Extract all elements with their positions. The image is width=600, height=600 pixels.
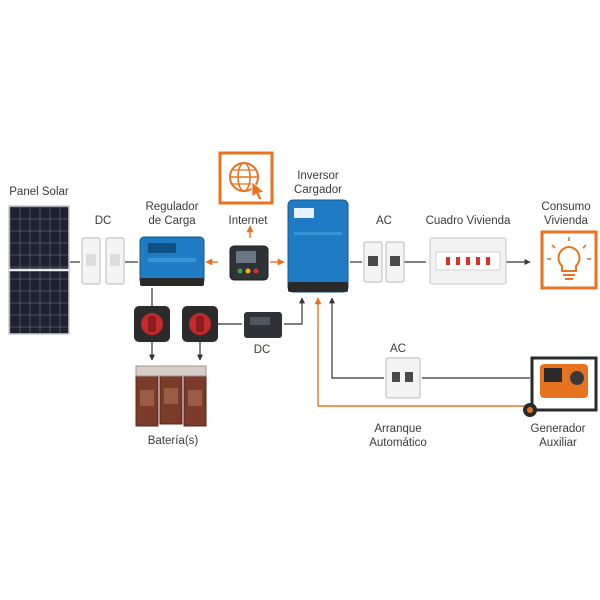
label-dc-top: DC xyxy=(95,215,112,227)
label-consumo-line2: Vivienda xyxy=(544,215,589,227)
label-internet: Internet xyxy=(229,215,269,227)
ac-breaker-bottom xyxy=(385,357,421,399)
ac-breakers-top xyxy=(363,241,405,283)
label-arranque-line2: Automático xyxy=(369,437,427,449)
label-inversor-line1: Inversor xyxy=(297,170,339,182)
label-consumo-line1: Consumo xyxy=(541,201,590,213)
globe-cursor-icon xyxy=(229,162,265,201)
arrow-ac-inverter xyxy=(329,297,384,379)
label-regulador-line1: Regulador xyxy=(145,201,198,213)
auxiliary-generator xyxy=(523,356,598,417)
charge-regulator xyxy=(139,236,205,286)
label-dc-bottom: DC xyxy=(254,344,271,356)
consumo-box xyxy=(540,230,598,290)
label-arranque-line1: Arranque xyxy=(374,423,421,435)
label-baterias: Batería(s) xyxy=(148,435,199,447)
label-inversor-line2: Cargador xyxy=(294,184,342,196)
signal-arrow-auto-start xyxy=(314,297,528,407)
battery-switch-2 xyxy=(182,306,218,342)
arrow-dc-inverter xyxy=(284,297,305,325)
distribution-board xyxy=(429,237,507,285)
label-panel-solar: Panel Solar xyxy=(9,186,69,198)
battery-switch-1 xyxy=(134,306,170,342)
internet-box xyxy=(218,151,274,205)
connections xyxy=(70,225,531,407)
inverter-charger xyxy=(287,199,349,293)
battery-bank xyxy=(135,365,207,427)
label-ac-bottom: AC xyxy=(390,343,406,355)
label-cuadro-vivienda: Cuadro Vivienda xyxy=(426,215,511,227)
dc-monitor xyxy=(244,312,282,338)
remote-control-panel xyxy=(229,245,269,281)
label-regulador-line2: de Carga xyxy=(148,215,196,227)
dc-breakers xyxy=(81,237,125,285)
label-generador-line1: Generador xyxy=(531,423,586,435)
label-ac-top: AC xyxy=(376,215,392,227)
lightbulb-icon xyxy=(547,237,591,280)
solar-panel xyxy=(8,205,70,335)
label-generador-line2: Auxiliar xyxy=(539,437,577,449)
labels: Panel Solar DC Regulador de Carga Intern… xyxy=(9,170,590,449)
